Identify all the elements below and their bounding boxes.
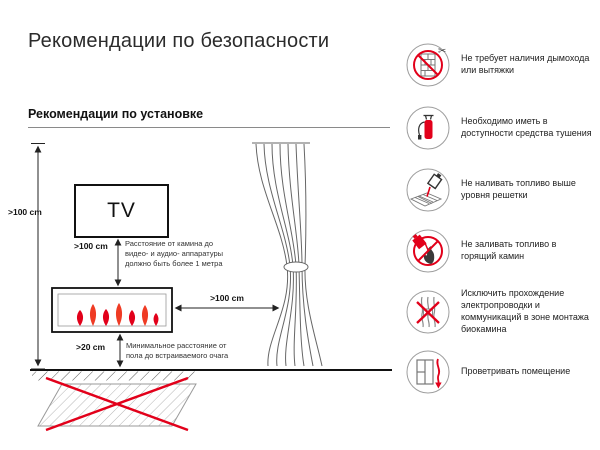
section-divider <box>28 127 390 128</box>
safety-item-text: Исключить прохождение электропроводки и … <box>461 288 589 334</box>
rug-crossed <box>37 376 197 432</box>
safety-item-no-wiring: Исключить прохождение электропроводки и … <box>406 288 594 336</box>
tv-distance-note: Расстояние от камина до видео- и аудио- … <box>125 239 224 269</box>
safety-item-text: Не требует наличия дымохода или вытяжки <box>461 53 590 75</box>
wall-dimension-line <box>31 143 45 370</box>
no-refuel-burning-icon <box>406 229 450 273</box>
no-overfill-icon <box>406 168 450 212</box>
safety-item-text: Не заливать топливо в горящий камин <box>461 239 557 261</box>
scissors-icon: ✂ <box>438 46 446 57</box>
no-wiring-icon <box>406 290 450 334</box>
floor-distance-note: Минимальное расстояние от пола до встраи… <box>126 341 229 361</box>
wall-dimension-label: >100 cm <box>8 207 42 217</box>
tv-label: TV <box>107 199 136 222</box>
safety-item-no-overfill: Не наливать топливо выше уровня решетки <box>406 168 594 212</box>
tv-gap-dimension-label: >100 cm <box>74 241 108 251</box>
ventilate-icon <box>406 350 450 394</box>
fireplace <box>51 287 173 333</box>
tv-box <box>74 184 169 238</box>
safety-item-no-refuel-burning: Не заливать топливо в горящий камин <box>406 229 594 273</box>
floor-hatching <box>32 371 196 381</box>
safety-item-no-chimney: ✂ Не требует наличия дымохода или вытяжк… <box>406 43 594 87</box>
safety-item-extinguisher: Необходимо иметь в доступности средства … <box>406 106 594 150</box>
flames-icon <box>76 303 159 326</box>
no-chimney-icon: ✂ <box>406 43 450 87</box>
page-title: Рекомендации по безопасности <box>28 30 330 52</box>
curtain-gap-dimension-label: >100 cm <box>210 293 244 303</box>
safety-item-text: Проветривать помещение <box>461 366 571 377</box>
safety-item-text: Необходимо иметь в доступности средства … <box>461 116 592 138</box>
extinguisher-icon <box>406 106 450 150</box>
safety-item-text: Не наливать топливо выше уровня решетки <box>461 178 576 200</box>
safety-item-ventilate: Проветривать помещение <box>406 350 594 394</box>
curtain <box>252 142 323 367</box>
section-title: Рекомендации по установке <box>28 107 204 121</box>
floor-gap-dimension-label: >20 cm <box>76 342 106 352</box>
